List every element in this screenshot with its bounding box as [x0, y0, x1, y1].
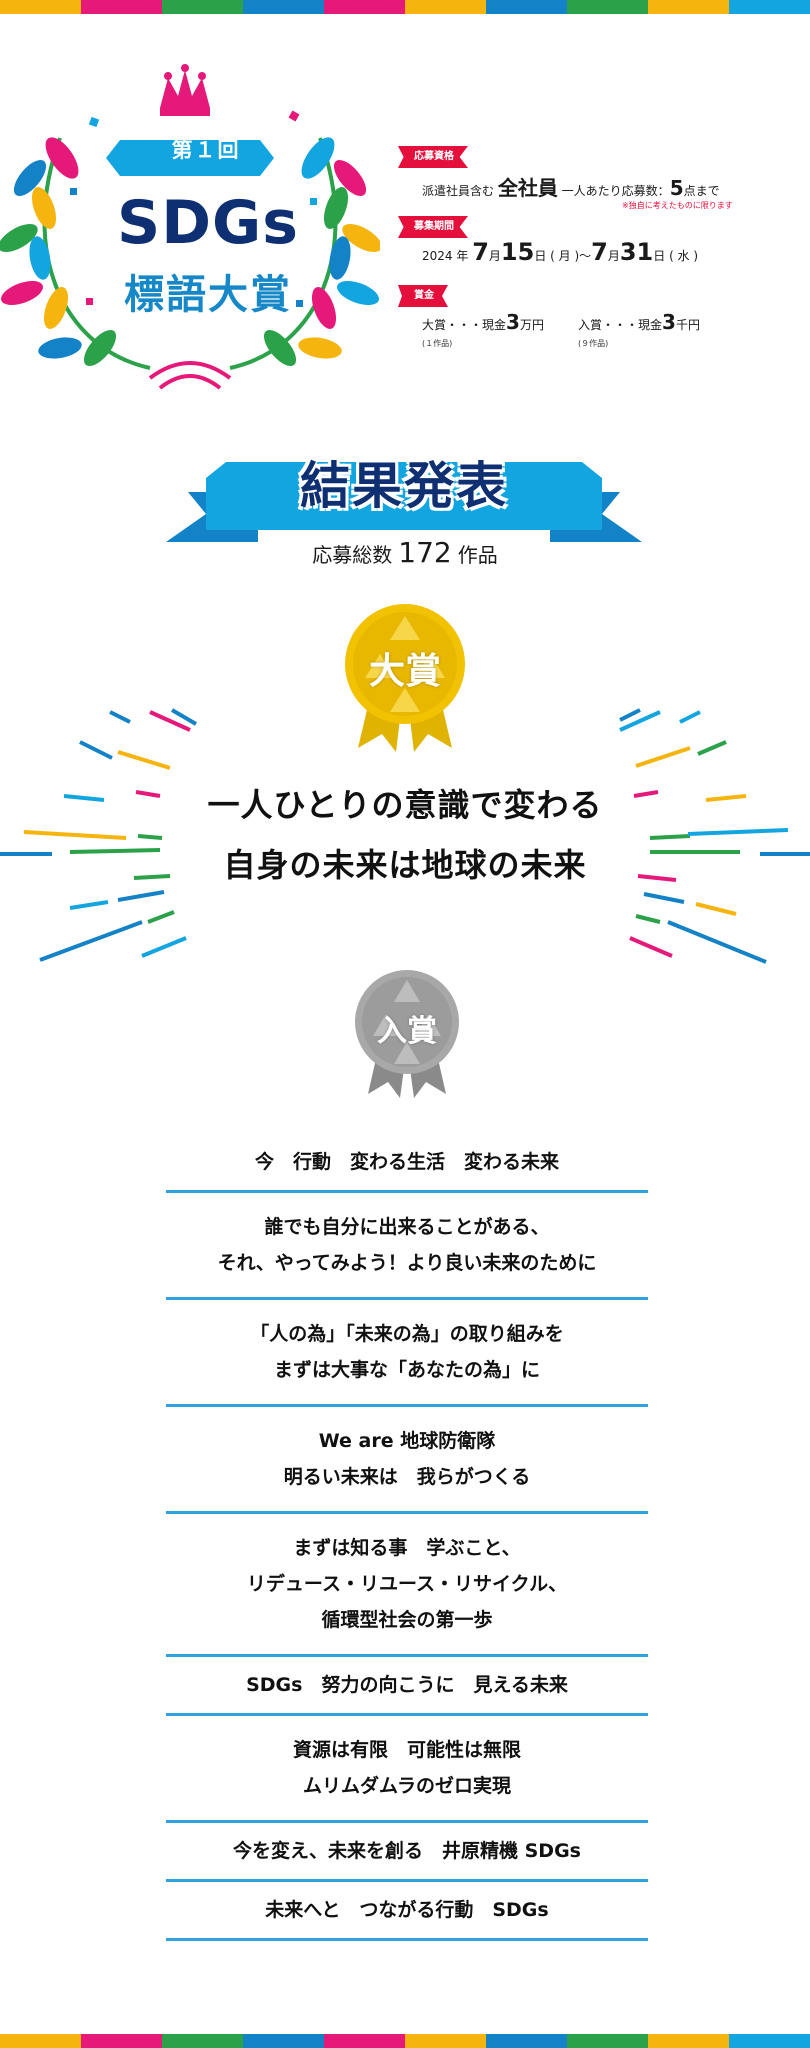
period-start-day: 15	[500, 238, 535, 266]
winner-line: 今 行動 変わる生活 変わる未来	[254, 1151, 559, 1173]
eligibility-prefix: 派遣社員含む	[422, 184, 495, 198]
grand-prize-line-2: 自身の未来は地球の未来	[223, 846, 587, 884]
winner-item: SDGs 努力の向こうに 見える未来	[166, 1657, 648, 1716]
entries-count: 172	[398, 536, 452, 569]
winner-item: 未来へと つながる行動 SDGs	[166, 1882, 648, 1941]
period-start-dow: 日 ( 月 )～	[534, 249, 592, 263]
edition-label: 第１回	[171, 138, 241, 162]
winner-line: 誰でも自分に出来ることがある、	[264, 1216, 550, 1238]
stripe-segment	[243, 2034, 324, 2048]
grand-prize-number: 3	[506, 310, 520, 334]
stripe-segment	[324, 0, 405, 14]
period-year: 2024 年	[422, 249, 469, 263]
winner-item: 資源は有限 可能性は無限ムリムダムラのゼロ実現	[166, 1716, 648, 1823]
grand-prize-count: (１作品)	[422, 339, 453, 348]
eligibility-count: 5	[669, 176, 684, 200]
period-end-day: 31	[619, 238, 654, 266]
top-color-stripe	[0, 0, 810, 14]
eligibility-tag: 応募資格	[398, 146, 468, 168]
period-end-month-mark: 月	[607, 249, 620, 263]
stripe-segment	[81, 0, 162, 14]
crown-icon	[160, 64, 210, 116]
winner-item: 誰でも自分に出来ることがある、それ、やってみよう！より良い未来のために	[166, 1193, 648, 1300]
award-prize-count: (９作品)	[578, 339, 609, 348]
gold-medal-icon	[345, 604, 465, 752]
period-end-dow: 日 ( 水 )	[653, 249, 699, 263]
emblem-subtitle: 標語大賞	[124, 272, 292, 318]
stripe-segment	[162, 0, 243, 14]
winner-item: 「人の為」「未来の為」の取り組みをまずは大事な「あなたの為」に	[166, 1300, 648, 1407]
winner-line: ムリムダムラのゼロ実現	[302, 1775, 512, 1797]
entries-unit: 作品	[457, 543, 498, 567]
stripe-segment	[81, 2034, 162, 2048]
winner-line: まずは大事な「あなたの為」に	[273, 1359, 540, 1381]
winner-line: 今を変え、未来を創る 井原精機 SDGs	[233, 1840, 581, 1862]
burst-left-decoration	[0, 708, 198, 962]
winner-line: SDGs 努力の向こうに 見える未来	[246, 1674, 568, 1696]
laurel-icon	[0, 64, 380, 390]
winner-item: 今 行動 変わる生活 変わる未来	[166, 1134, 648, 1193]
stripe-segment	[243, 0, 324, 14]
award-prize-unit: 千円	[675, 318, 700, 332]
silver-medal-icon	[355, 970, 459, 1098]
period-line: 2024 年 7月15日 ( 月 )～7月31日 ( 水 )	[422, 238, 698, 266]
stripe-segment	[567, 2034, 648, 2048]
stripe-segment	[486, 2034, 567, 2048]
winner-line: まずは知る事 学ぶこと、	[293, 1537, 521, 1559]
grand-prize-unit: 万円	[519, 318, 544, 332]
winner-item: 今を変え、未来を創る 井原精機 SDGs	[166, 1823, 648, 1882]
eligibility-line: 派遣社員含む 全社員 一人あたり応募数：5点まで	[422, 172, 720, 201]
burst-right-decoration	[619, 708, 810, 964]
stripe-segment	[729, 0, 810, 14]
entries-label: 応募総数	[312, 543, 393, 567]
grand-prize-label: 大賞・・・現金	[422, 318, 507, 332]
results-ribbon	[166, 462, 642, 542]
award-prize-amount: 入賞・・・現金3千円	[578, 310, 700, 334]
grand-prize-amount: 大賞・・・現金3万円	[422, 310, 544, 334]
winner-item: まずは知る事 学ぶこと、リデュース・リユース・リサイクル、循環型社会の第一歩	[166, 1514, 648, 1657]
grand-prize-line-1: 一人ひとりの意識で変わる	[207, 786, 603, 824]
bottom-color-stripe	[0, 2034, 810, 2048]
winner-line: 明るい未来は 我らがつくる	[283, 1466, 531, 1488]
eligibility-note: ※独自に考えたものに限ります	[622, 201, 733, 210]
period-tag: 募集期間	[398, 216, 468, 238]
award-prize-number: 3	[662, 310, 676, 334]
period-start-month: 7	[472, 238, 489, 266]
prize-tag: 賞金	[398, 285, 448, 307]
stripe-segment	[0, 0, 81, 14]
stripe-segment	[648, 0, 729, 14]
eligibility-per-person: 一人あたり応募数：	[561, 184, 670, 198]
results-title: 結果発表	[300, 457, 508, 515]
winner-line: We are 地球防衛隊	[318, 1430, 496, 1452]
period-month-mark: 月	[488, 249, 501, 263]
stripe-segment	[405, 0, 486, 14]
sdgs-award-emblem	[0, 48, 380, 408]
stripe-segment	[567, 0, 648, 14]
award-prize-label: 入賞・・・現金	[578, 318, 663, 332]
winner-line: 循環型社会の第一歩	[321, 1609, 493, 1631]
winner-item: We are 地球防衛隊明るい未来は 我らがつくる	[166, 1407, 648, 1514]
winner-line: 「人の為」「未来の為」の取り組みを	[250, 1323, 564, 1345]
winner-line: 資源は有限 可能性は無限	[292, 1739, 521, 1761]
stripe-segment	[405, 2034, 486, 2048]
stripe-segment	[729, 2034, 810, 2048]
period-end-month: 7	[591, 238, 608, 266]
winner-line: それ、やってみよう！より良い未来のために	[217, 1252, 597, 1274]
stripe-segment	[0, 2034, 81, 2048]
emblem-title: SDGs	[117, 188, 299, 258]
eligibility-target: 全社員	[497, 176, 558, 200]
award-winners-list: 今 行動 変わる生活 変わる未来誰でも自分に出来ることがある、それ、やってみよう…	[166, 1134, 648, 1941]
award-medal-label: 入賞	[377, 1014, 437, 1049]
eligibility-unit: 点まで	[683, 184, 720, 198]
stripe-segment	[162, 2034, 243, 2048]
stripe-segment	[486, 0, 567, 14]
grand-prize-medal-label: 大賞	[368, 651, 441, 692]
winner-line: 未来へと つながる行動 SDGs	[265, 1899, 549, 1921]
stripe-segment	[648, 2034, 729, 2048]
winner-line: リデュース・リユース・リサイクル、	[246, 1573, 568, 1595]
stripe-segment	[324, 2034, 405, 2048]
